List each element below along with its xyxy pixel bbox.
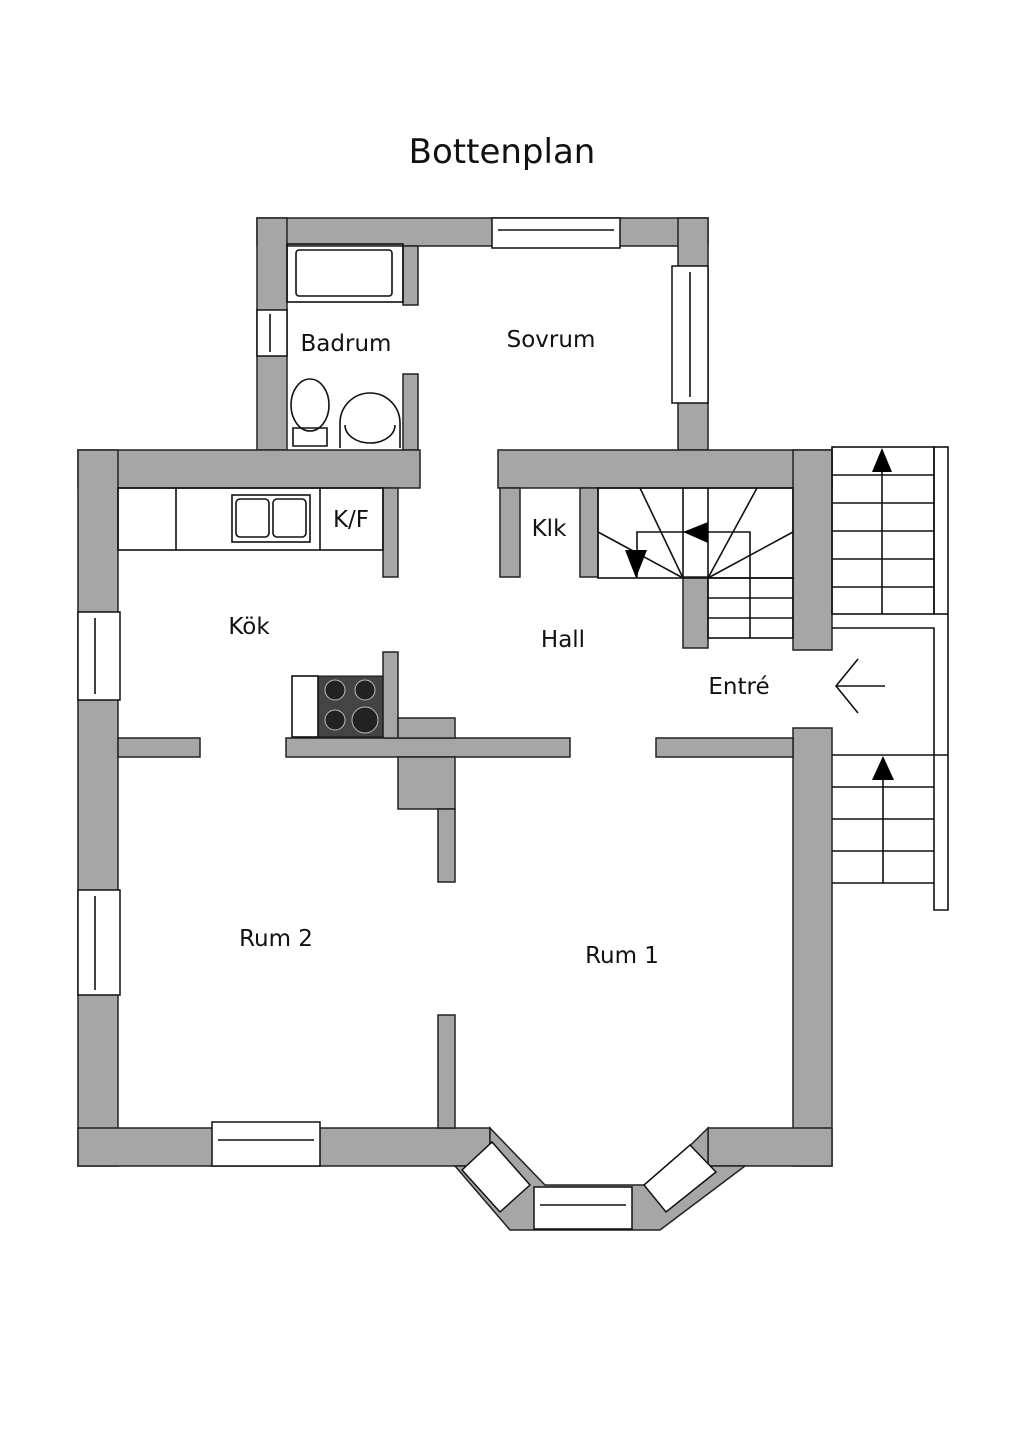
sink: [339, 392, 401, 448]
exterior-stairs: [831, 446, 949, 911]
label-badrum: Badrum: [301, 331, 392, 357]
label-sovrum: Sovrum: [507, 327, 596, 353]
label-hall: Hall: [541, 627, 585, 653]
interior-stairs: [597, 487, 794, 639]
bathtub: [286, 243, 404, 303]
toilet: [290, 378, 330, 432]
windows: [77, 217, 718, 1230]
label-kok: Kök: [228, 614, 270, 640]
plan-title: Bottenplan: [409, 132, 596, 172]
label-klk: Klk: [532, 516, 567, 542]
label-entre: Entré: [708, 674, 769, 700]
label-rum2: Rum 2: [239, 926, 313, 952]
stair-arrow: [683, 522, 708, 543]
bathroom-fixtures: [286, 243, 404, 448]
kitchen-sink: [231, 494, 311, 543]
kitchen: [117, 487, 384, 738]
room-labels: Badrum Sovrum K/F Klk Kök Hall Entré Rum…: [228, 327, 769, 969]
label-kf: K/F: [333, 507, 369, 533]
entrance-arrow-icon: [834, 658, 885, 714]
label-rum1: Rum 1: [585, 943, 659, 969]
walls: [77, 217, 833, 1231]
